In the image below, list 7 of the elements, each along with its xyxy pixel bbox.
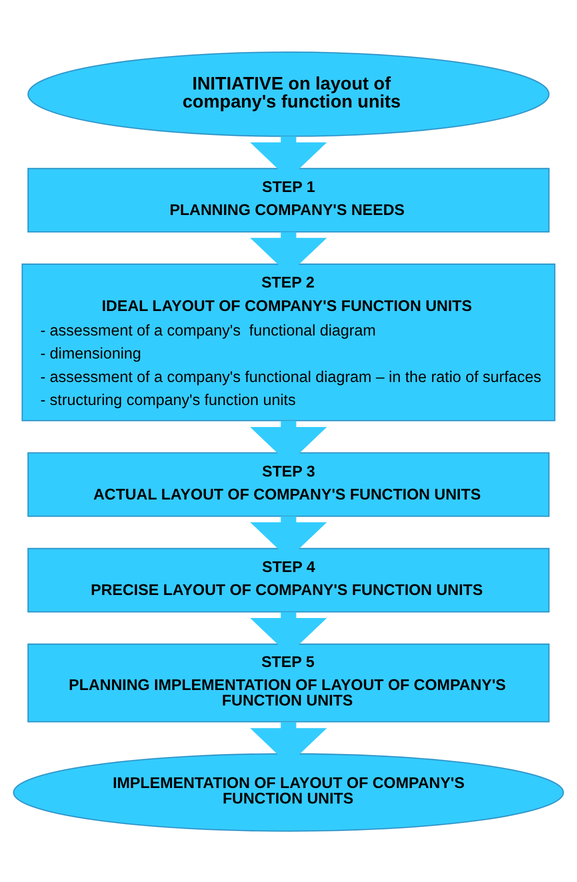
node-ellipse: INITIATIVE on layout of company's function units (27, 51, 550, 136)
node-box: STEP 3 ACTUAL LAYOUT OF COMPANY'S FUNCTION UNITS (27, 452, 550, 516)
node-box: STEP 2 IDEAL LAYOUT OF COMPANY'S FUNCTION UNITS - assessment of a company's functional diagram - dimensioning - assessment of a company's functional diagram – in the ratio of surfaces - structuring company's function units (22, 263, 556, 421)
node-ellipse: IMPLEMENTATION OF LAYOUT OF COMPANY'S FUNCTION UNITS (12, 752, 564, 832)
node-box: STEP 4 PRECISE LAYOUT OF COMPANY'S FUNCTION UNITS (27, 547, 550, 612)
node-box: STEP 1 PLANNING COMPANY'S NEEDS (27, 167, 550, 232)
node-box: STEP 5 PLANNING IMPLEMENTATION OF LAYOUT OF COMPANY'S FUNCTION UNITS (27, 643, 550, 722)
